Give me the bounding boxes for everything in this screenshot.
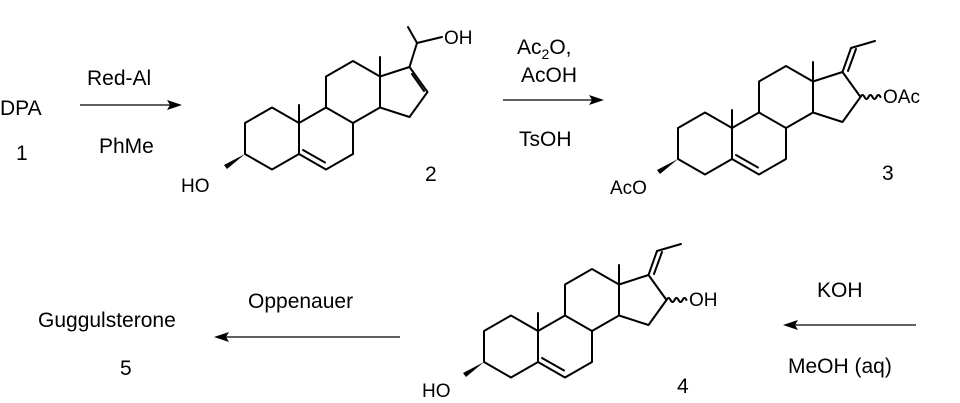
- step1-solvent: PhMe: [99, 135, 154, 158]
- step1-arrow: [80, 100, 182, 110]
- compound-2-number: 2: [425, 163, 437, 186]
- step2-reagent-a: Ac2O,: [517, 36, 571, 62]
- step3-arrow: [783, 320, 916, 330]
- compound-3-structure: [657, 40, 882, 176]
- start-material-number: 1: [16, 142, 28, 165]
- step4-arrow: [214, 332, 400, 342]
- step2-catalyst: TsOH: [519, 128, 572, 151]
- step4-reagent: Oppenauer: [248, 290, 353, 313]
- start-material-label: DPA: [0, 97, 42, 120]
- compound-4-ring-ho: HO: [422, 381, 451, 402]
- compound-2-structure: [224, 26, 443, 171]
- compound-4-number: 4: [677, 375, 689, 398]
- step2-arrow: [503, 95, 604, 105]
- step1-reagent: Red-Al: [87, 67, 151, 90]
- compound-2-ring-ho: HO: [181, 176, 210, 197]
- compound-4-side-oh: OH: [689, 290, 718, 311]
- compound-3-ring-aco: AcO: [610, 178, 647, 199]
- compound-2-side-oh: OH: [444, 28, 473, 49]
- product-number: 5: [120, 357, 132, 380]
- step3-reagent: KOH: [817, 279, 863, 302]
- product-name: Guggulsterone: [38, 309, 176, 332]
- step2-reagent-b: AcOH: [521, 64, 577, 87]
- compound-4-structure: [463, 243, 688, 379]
- compound-3-number: 3: [882, 162, 894, 185]
- compound-3-side-oac: OAc: [883, 87, 920, 108]
- step3-solvent: MeOH (aq): [788, 355, 892, 378]
